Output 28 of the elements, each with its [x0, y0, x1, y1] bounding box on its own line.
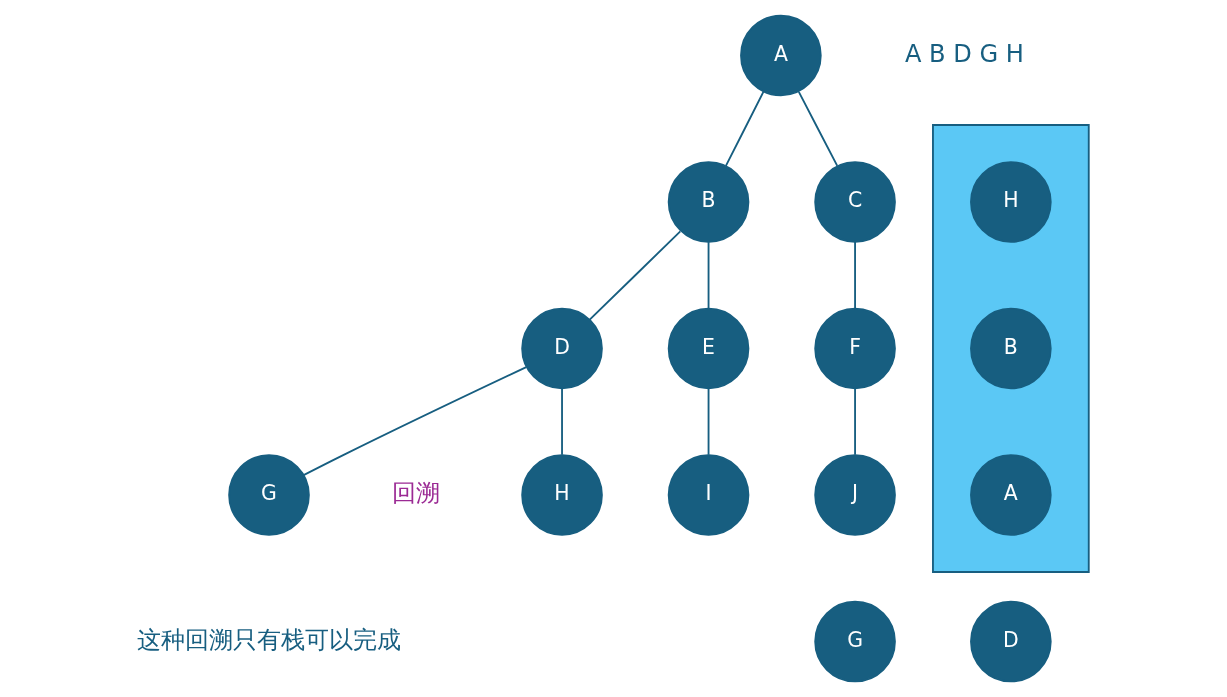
- node-circle: D: [970, 600, 1052, 683]
- node-circle: F: [814, 307, 896, 390]
- connector: [707, 241, 710, 310]
- node-circle: E: [667, 307, 750, 390]
- node-circle: H: [970, 161, 1052, 243]
- connector: [588, 230, 682, 321]
- node-circle: H: [521, 454, 603, 536]
- node-circle: B: [667, 161, 750, 243]
- label: A B D G H: [904, 39, 1024, 68]
- node-circle: I: [667, 454, 750, 536]
- node-circle: J: [814, 454, 896, 536]
- connector: [797, 90, 839, 167]
- node-circle: A: [740, 14, 822, 97]
- connector: [854, 241, 856, 310]
- connector: [561, 387, 563, 456]
- node-circle: D: [521, 307, 603, 390]
- connector: [707, 387, 710, 456]
- node-circle: G: [228, 454, 310, 536]
- cluster: [932, 124, 1090, 573]
- node-circle: A: [970, 454, 1052, 536]
- connector: [302, 366, 528, 477]
- label: 回溯: [391, 479, 440, 508]
- connector: [854, 387, 856, 456]
- label: 这种回溯只有栈可以完成: [137, 625, 402, 654]
- node-circle: B: [970, 307, 1052, 390]
- connector: [724, 90, 765, 167]
- node-circle: G: [814, 600, 896, 683]
- node-circle: C: [814, 161, 896, 243]
